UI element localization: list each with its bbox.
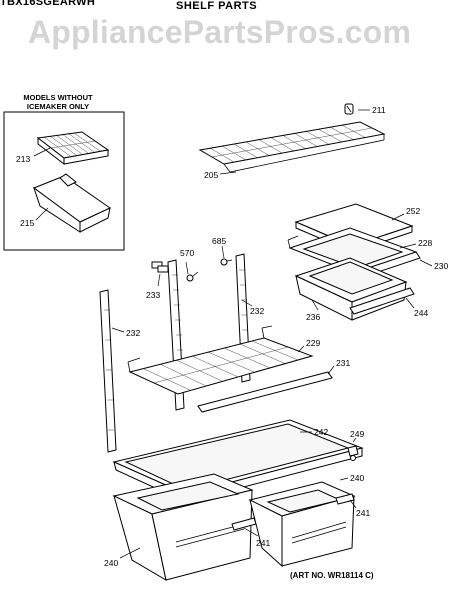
part-233-shelf-bracket[interactable] — [151, 261, 169, 273]
part-249-roller[interactable] — [347, 445, 359, 461]
callout-228: 228 — [418, 238, 432, 248]
callout-240-left: 240 — [104, 558, 118, 568]
part-211-clip[interactable] — [344, 103, 354, 115]
inset-caption-line-1: MODELS WITHOUT — [23, 93, 93, 102]
part-570-screw[interactable] — [186, 271, 199, 282]
inset-caption-line-2: ICEMAKER ONLY — [26, 102, 90, 111]
callout-236: 236 — [306, 312, 320, 322]
part-244-trim-strip[interactable] — [349, 287, 415, 315]
callout-233: 233 — [146, 290, 160, 300]
part-240-drawer-left[interactable] — [112, 473, 254, 582]
callout-205: 205 — [204, 170, 218, 180]
watermark-logo: AppliancePartsPros.com — [28, 14, 412, 50]
part-241-drawer-trim-right[interactable] — [335, 493, 355, 505]
callout-241-left: 241 — [256, 538, 270, 548]
callout-232-right: 232 — [250, 306, 264, 316]
part-240-drawer-right[interactable] — [248, 481, 356, 568]
part-213-ice-tray[interactable] — [36, 131, 110, 166]
callout-242: 242 — [314, 427, 328, 437]
callout-229: 229 — [306, 338, 320, 348]
callout-570: 570 — [180, 248, 194, 258]
callout-232-left: 232 — [126, 328, 140, 338]
callout-213: 213 — [16, 154, 30, 164]
callout-211: 211 — [372, 105, 386, 115]
callout-231: 231 — [336, 358, 350, 368]
section-title: SHELF PARTS — [176, 0, 258, 12]
art-number: (ART NO. WR18114 C) — [290, 571, 374, 580]
part-229-wire-shelf[interactable] — [127, 325, 314, 395]
callout-249: 249 — [350, 429, 364, 439]
model-number-header: TBX16SGEARWH — [0, 0, 96, 8]
part-215-ice-bin[interactable] — [32, 173, 111, 233]
part-231-shelf-trim[interactable] — [197, 371, 333, 413]
callout-230: 230 — [434, 261, 448, 271]
part-232-rail-far-left[interactable] — [99, 289, 117, 453]
callout-685: 685 — [212, 236, 226, 246]
part-205-wire-shelf[interactable] — [198, 121, 386, 173]
callout-241-right: 241 — [356, 508, 370, 518]
callout-252: 252 — [406, 206, 420, 216]
callout-244: 244 — [414, 308, 428, 318]
callout-215: 215 — [20, 218, 34, 228]
callout-240-right: 240 — [350, 473, 364, 483]
inset-caption: MODELS WITHOUT ICEMAKER ONLY — [12, 93, 104, 111]
inset-box — [3, 111, 125, 251]
part-685-screw[interactable] — [220, 258, 233, 266]
